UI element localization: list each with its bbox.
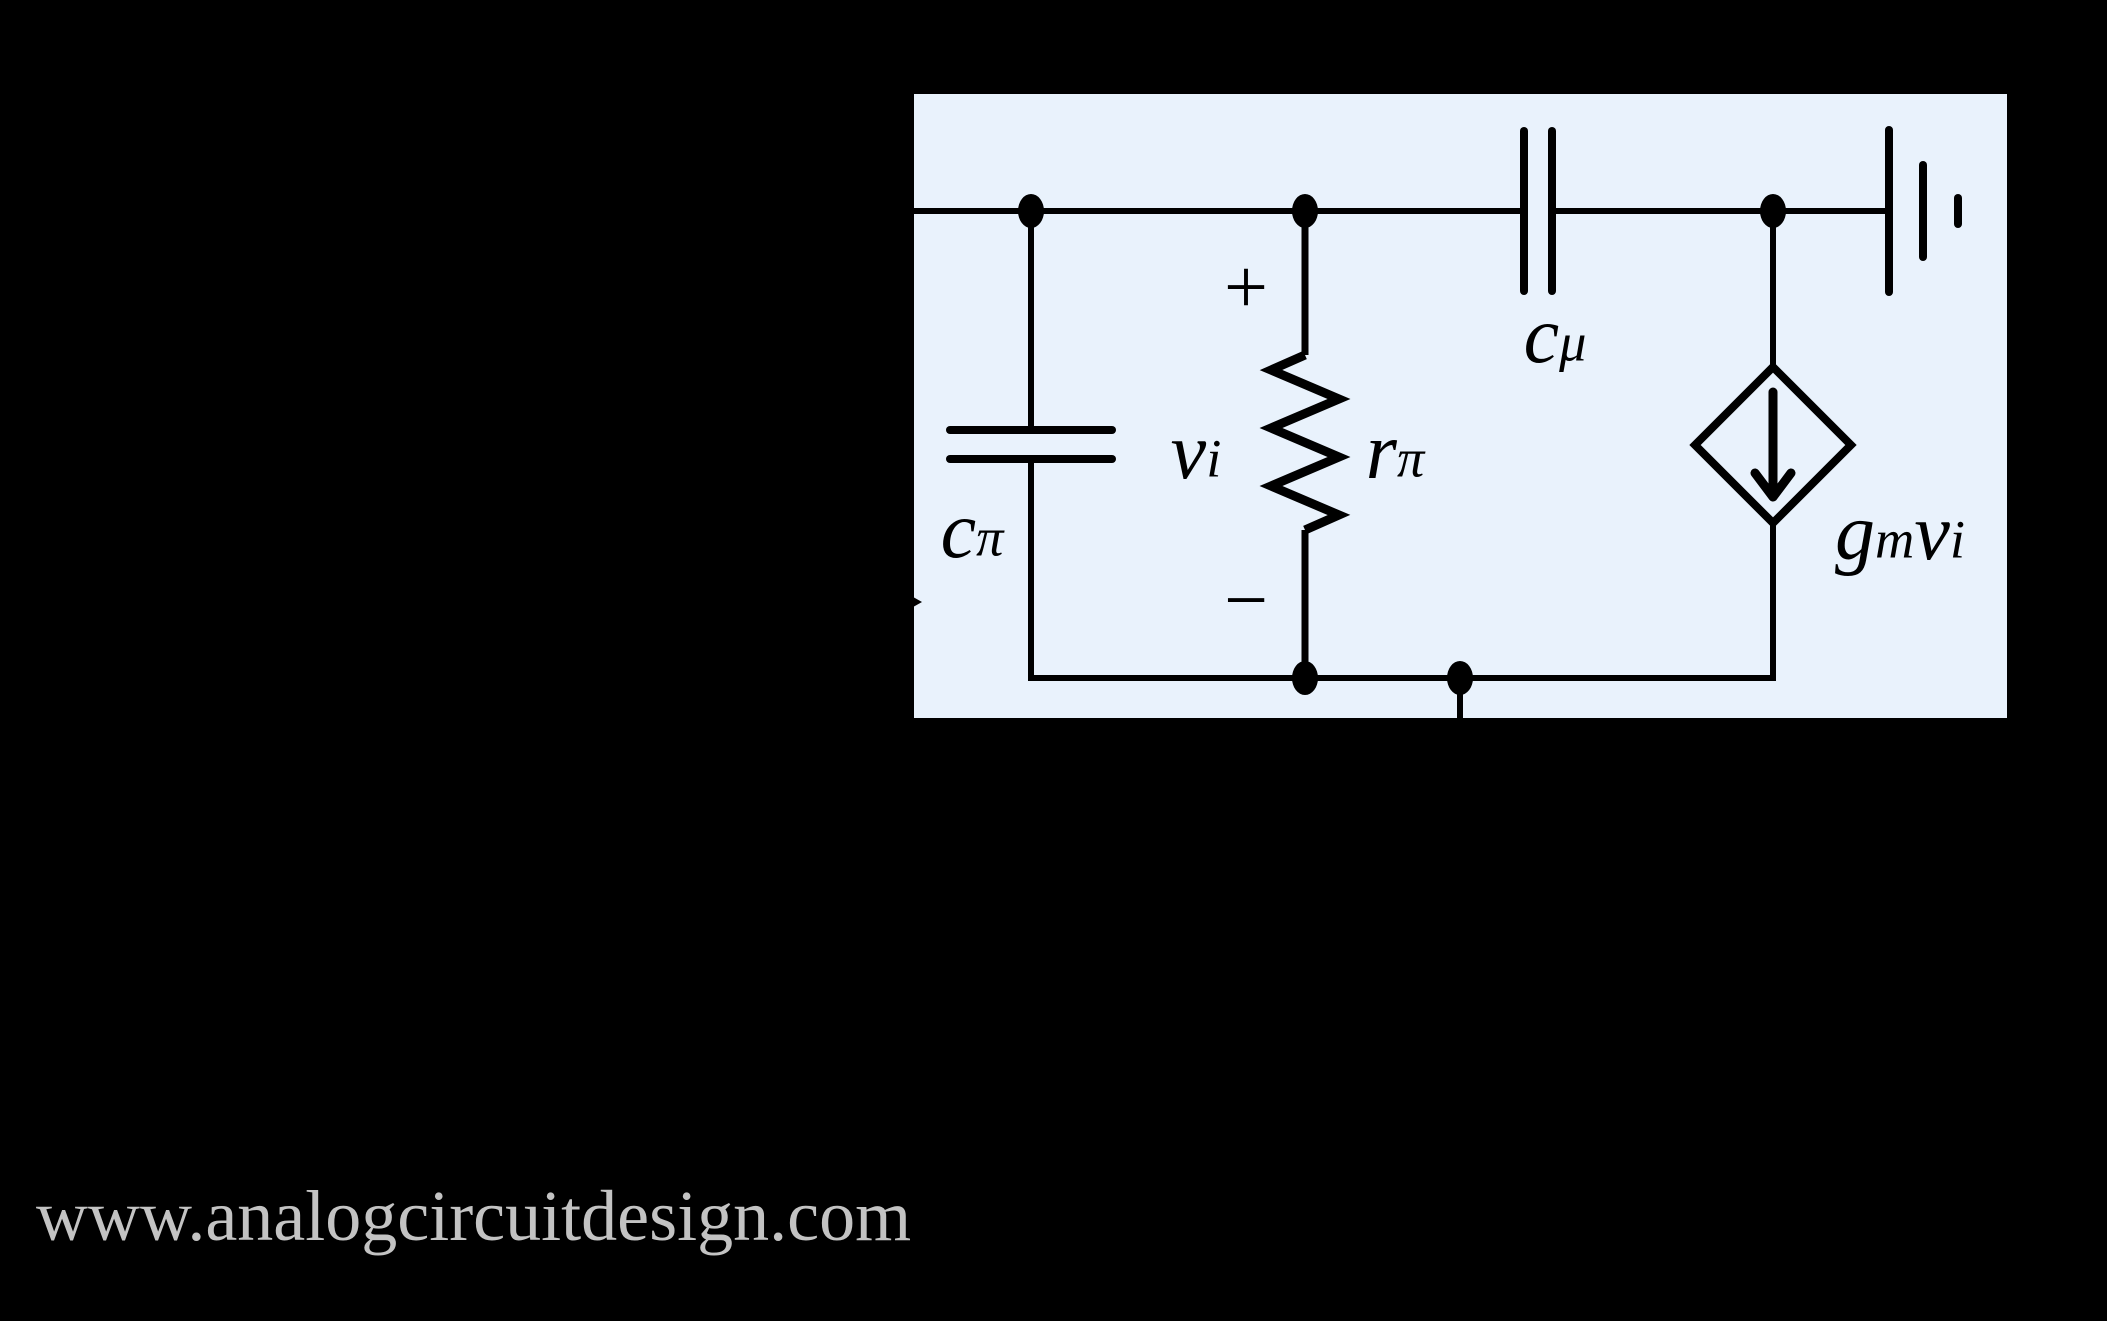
rpi-resistor-zigzag <box>1259 350 1351 535</box>
junction-dot-stub-bottom <box>1447 661 1473 695</box>
label-plus: + <box>1224 243 1268 330</box>
model-highlight-panel <box>914 94 2007 718</box>
junction-dot-rpi-bottom <box>1292 661 1318 695</box>
bottom-wire-loop <box>1028 459 1776 681</box>
clipped-arrowhead <box>906 593 922 611</box>
current-arrow-head <box>1750 468 1796 502</box>
junction-dot-cpi-top <box>1018 194 1044 228</box>
junction-dot-output-top <box>1760 194 1786 228</box>
label-minus: − <box>1224 556 1268 643</box>
current-source-diamond <box>1689 361 1857 529</box>
watermark-url: www.analogcircuitdesign.com <box>36 1176 912 1256</box>
junction-dot-rpi-top <box>1292 194 1318 228</box>
